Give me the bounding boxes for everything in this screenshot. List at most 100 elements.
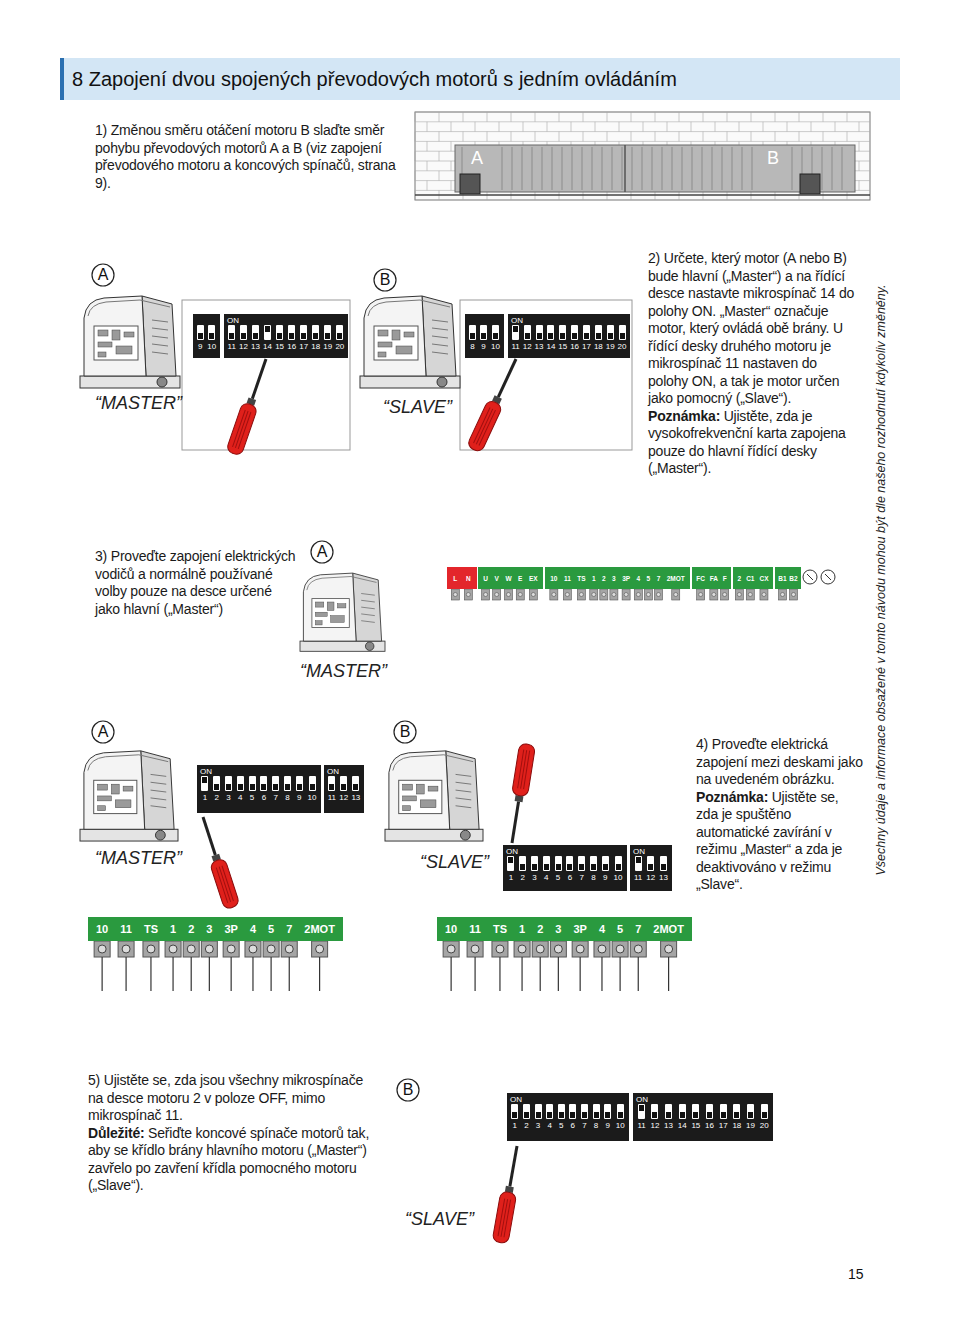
brick-joint <box>607 112 608 122</box>
board-component <box>315 602 324 607</box>
wire <box>289 957 290 991</box>
terminal-label: 11 <box>120 923 132 935</box>
switch-number: 13 <box>535 342 544 352</box>
board-component <box>123 786 133 791</box>
terminal-screw <box>495 593 499 597</box>
gearmotor-illustration <box>300 573 385 651</box>
terminal-block <box>94 941 110 957</box>
switch-lever <box>582 1112 587 1118</box>
motor-side <box>353 573 382 641</box>
wire <box>558 957 559 991</box>
terminal-screw <box>447 945 455 953</box>
terminal-block <box>600 589 608 600</box>
motor-vent <box>456 782 472 784</box>
paragraph: 15 <box>848 1266 864 1282</box>
switch-slot <box>615 856 622 871</box>
board-component <box>98 352 106 357</box>
switch-lever <box>337 333 342 339</box>
switch-slot <box>761 1104 768 1119</box>
terminal-label: 3P <box>573 923 586 935</box>
paragraph: Poznámka:Ujistěte, zda je vysokofrekvenč… <box>648 408 860 478</box>
role-label: “SLAVE” <box>405 1209 474 1229</box>
terminal-label: 2 <box>602 575 606 582</box>
switch-number: 9 <box>605 1121 609 1131</box>
switch-column: 9 <box>480 325 487 352</box>
switch-slot <box>276 325 283 340</box>
switch-lever <box>329 784 334 790</box>
gate-bar <box>612 147 613 190</box>
brick-joint <box>751 132 752 142</box>
gate-bar <box>742 147 743 190</box>
switch-number: 10 <box>207 342 216 352</box>
switch-slot <box>240 325 247 340</box>
wire <box>620 957 621 991</box>
switch-lever <box>536 1112 541 1118</box>
switch-on-mark: ON <box>633 847 669 856</box>
terminal-block <box>467 941 483 957</box>
handle-groove <box>235 411 248 448</box>
terminal-block <box>143 941 159 957</box>
terminal-label: 10 <box>96 923 108 935</box>
terminal-label: 1 <box>519 923 525 935</box>
switch-column: 7 <box>578 856 585 883</box>
terminal-block <box>529 589 537 600</box>
motor-side <box>422 296 456 376</box>
switch-column: 8 <box>590 856 597 883</box>
motor-vent <box>361 594 375 596</box>
handle-groove <box>521 750 527 789</box>
paragraph: 3) Proveďte zapojení elektrických vodičů… <box>95 548 300 618</box>
switch-on-mark: ON <box>327 767 361 776</box>
dip-switch-block: ON12345678910 <box>503 845 627 891</box>
motor-vent <box>152 352 168 354</box>
terminal-block <box>590 589 598 600</box>
switch-lever <box>618 1112 623 1118</box>
motor-side <box>142 296 176 376</box>
dip-switch-block: ON11121314151617181920 <box>633 1093 773 1141</box>
paragraph: 4) Proveďte elektrická zapojení mezi des… <box>696 736 864 789</box>
switch-slot <box>237 776 244 791</box>
switch-column: 10 <box>308 776 317 803</box>
dip-switch-block: ON12345678910 <box>197 765 321 813</box>
switch-lever <box>648 864 653 870</box>
terminal-screw <box>471 945 479 953</box>
part-letter: B <box>393 720 417 744</box>
terminal-screw <box>616 945 624 953</box>
terminal-screw <box>598 945 606 953</box>
brick-joint <box>439 112 440 122</box>
terminal-label: 2 <box>188 923 194 935</box>
switch-number: 1 <box>509 873 513 883</box>
text-block: Všechny údaje a informace obsažené v tom… <box>872 240 890 920</box>
terminal-label: TS <box>144 923 158 935</box>
paragraph: “MASTER” <box>95 392 182 414</box>
switch-number: 8 <box>591 873 595 883</box>
terminal-block <box>634 589 642 600</box>
switch-column: 19 <box>323 325 332 352</box>
terminal-label: EX <box>529 575 538 582</box>
control-board <box>399 780 442 813</box>
switch-column: 9 <box>296 776 303 803</box>
switch-slot <box>665 1104 672 1119</box>
switch-lever <box>560 333 565 339</box>
switch-column: 2 <box>519 856 526 883</box>
brick-joint <box>631 132 632 142</box>
motor-base <box>80 376 180 388</box>
switch-column: 3 <box>531 856 538 883</box>
part-letter: B <box>373 268 397 292</box>
terminal-screw <box>723 593 727 597</box>
motor-cover-line <box>307 577 377 591</box>
screwdriver-shaft <box>510 1146 517 1187</box>
board-component <box>327 602 334 611</box>
terminal-screw <box>554 945 562 953</box>
part-letter-circle: B <box>396 1078 420 1102</box>
wire <box>150 957 151 991</box>
terminal-label: 3 <box>206 923 212 935</box>
switch-column: 11 <box>228 325 236 352</box>
terminal-screw <box>781 593 785 597</box>
switch-number: 18 <box>594 342 603 352</box>
terminal-label: 4 <box>250 923 256 935</box>
handle-groove <box>219 867 230 902</box>
terminal-block <box>672 589 680 600</box>
note-heading: Důležité: <box>88 1125 145 1141</box>
brick-joint <box>523 122 524 132</box>
terminal-label: W <box>505 575 511 582</box>
